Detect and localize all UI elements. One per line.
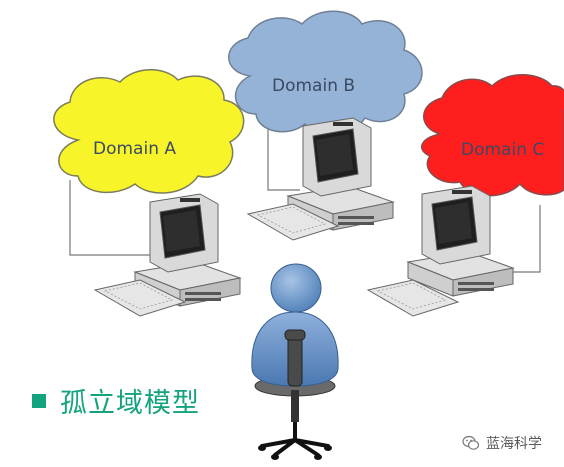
cloud-b-label: Domain B <box>272 76 355 96</box>
cloud-domain-b: Domain B <box>228 10 423 135</box>
user-figure <box>251 263 339 460</box>
cloud-a-label: Domain A <box>93 139 176 159</box>
bullet-square-icon <box>32 393 46 408</box>
cloud-domain-a: Domain A <box>53 69 245 194</box>
cloud-b-shape <box>228 10 423 135</box>
watermark: 蓝海科学 <box>462 433 542 453</box>
chair-base <box>260 418 330 457</box>
cloud-c-shape <box>420 74 564 197</box>
cloud-c-label: Domain C <box>461 140 544 160</box>
wechat-icon <box>462 435 480 450</box>
caption: 孤立域模型 <box>32 381 200 420</box>
computer-c <box>366 185 515 317</box>
computer-a <box>93 193 242 317</box>
cloud-domain-c: Domain C <box>420 74 564 197</box>
caption-text: 孤立域模型 <box>60 388 200 419</box>
watermark-text: 蓝海科学 <box>486 436 542 452</box>
computer-b <box>246 117 395 241</box>
cloud-a-shape <box>53 69 245 194</box>
